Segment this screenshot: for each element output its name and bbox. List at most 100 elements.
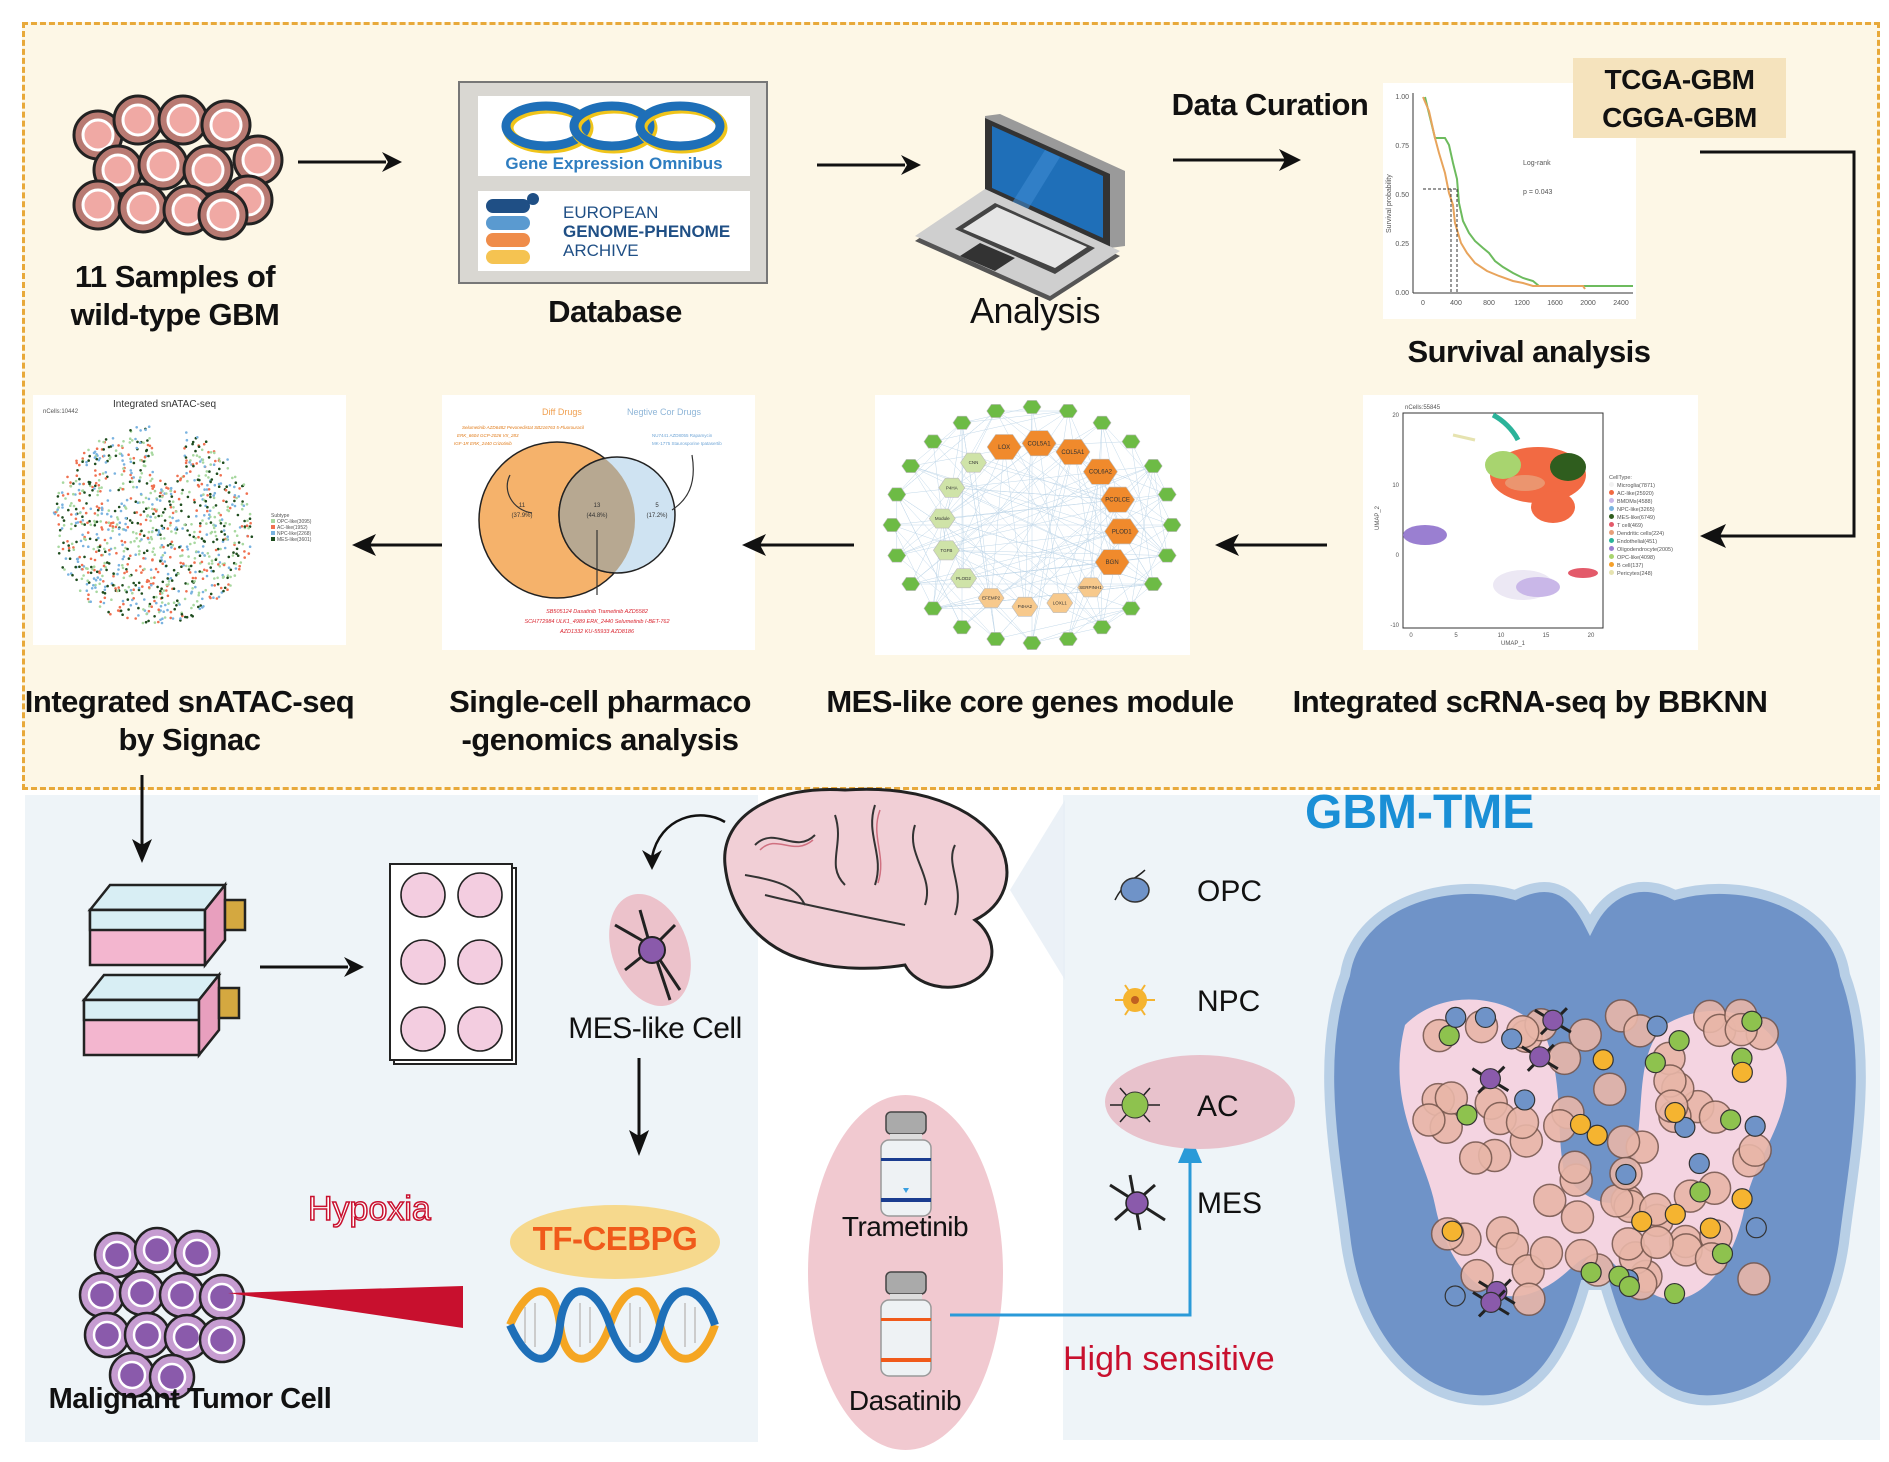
snatac-point — [135, 537, 138, 540]
snatac-point — [187, 568, 191, 571]
snatac-point — [247, 552, 251, 555]
snatac-point — [236, 554, 240, 557]
snatac-point — [119, 609, 123, 613]
snatac-point — [139, 513, 142, 517]
snatac-point — [135, 532, 138, 535]
snatac-point — [137, 606, 140, 610]
snatac-point — [132, 476, 135, 479]
snatac-point — [132, 456, 136, 460]
snatac-point — [226, 535, 229, 538]
snatac-point — [108, 553, 111, 556]
core-gene-node: P4HA — [938, 477, 966, 498]
network-edge — [910, 465, 1122, 532]
snatac-point — [87, 545, 90, 548]
snatac-point — [100, 506, 104, 510]
network-edge — [946, 465, 1154, 551]
snatac-point — [206, 494, 209, 497]
snatac-point — [107, 445, 111, 449]
snatac-point — [203, 488, 206, 491]
snatac-point — [169, 610, 173, 614]
snatac-point — [114, 525, 118, 529]
network-edge — [951, 410, 996, 488]
survival-xtick: 1600 — [1547, 300, 1563, 307]
snatac-point — [237, 541, 241, 544]
network-edge — [910, 465, 992, 599]
snatac-point — [139, 429, 142, 432]
snatac-point — [150, 446, 154, 450]
network-edge — [1101, 422, 1168, 495]
core-gene-node: Module — [928, 508, 956, 529]
network-edge — [973, 462, 1118, 500]
network-edge — [963, 578, 1033, 644]
snatac-point — [197, 535, 200, 539]
tme-cell — [1745, 1217, 1767, 1239]
snatac-point — [160, 514, 163, 517]
tme-cell — [1688, 1152, 1710, 1175]
snatac-point — [91, 489, 94, 492]
snatac-point — [212, 496, 216, 500]
snatac-point — [60, 527, 64, 530]
snatac-point — [104, 550, 107, 553]
snatac-point — [103, 538, 107, 542]
venn-diagram: Diff Drugs Negtive Cor Drugs Selumetinib… — [442, 395, 755, 650]
snatac-point — [159, 533, 162, 536]
snatac-point — [233, 494, 237, 497]
snatac-point — [209, 566, 212, 569]
snatac-point — [137, 545, 140, 548]
scrna-legend-item: Microglia(7871) — [1609, 482, 1673, 490]
snatac-point — [236, 513, 240, 517]
snatac-point — [71, 573, 74, 577]
snatac-point — [122, 549, 126, 553]
tme-cell — [1731, 1061, 1753, 1083]
snatac-point — [97, 487, 101, 490]
arrow-right-icon — [1173, 149, 1301, 171]
snatac-point — [147, 619, 150, 623]
tme-cell — [1445, 1006, 1467, 1028]
snatac-point — [129, 460, 133, 464]
snatac-point — [78, 499, 81, 502]
scrna-legend-item: AC-like(25920) — [1609, 490, 1673, 498]
snatac-point — [213, 530, 217, 534]
snatac-point — [111, 525, 115, 528]
network-edge — [896, 555, 996, 640]
network-edge — [1130, 441, 1154, 585]
snatac-point — [160, 543, 164, 547]
snatac-point — [95, 538, 98, 542]
snatac-point — [121, 459, 124, 462]
outer-gene-node — [882, 518, 902, 532]
snatac-point — [116, 589, 120, 593]
svg-text:COL5A1: COL5A1 — [1028, 441, 1052, 447]
snatac-point — [204, 588, 207, 592]
snatac-point — [235, 547, 239, 551]
snatac-point — [139, 522, 142, 526]
snatac-point — [146, 536, 150, 540]
snatac-point — [150, 484, 154, 488]
snatac-point — [146, 514, 149, 518]
snatac-point — [99, 490, 102, 493]
snatac-point — [233, 574, 237, 577]
pharmaco-label-line2: -genomics analysis — [461, 722, 739, 757]
outer-gene-node — [1092, 620, 1112, 635]
snatac-point — [95, 520, 99, 524]
network-edge — [946, 550, 1168, 556]
outer-gene-node — [1058, 632, 1078, 646]
tumor-cell — [1560, 1200, 1595, 1234]
snatac-point — [153, 553, 156, 556]
venn-shared-drugs-line1: SB505124 Dasatinib Trametinib AZD5582 — [546, 609, 648, 615]
snatac-point — [184, 564, 188, 568]
snatac-point — [117, 563, 121, 567]
snatac-point — [194, 536, 197, 540]
core-gene-node: COL5A1 — [1021, 430, 1057, 457]
tme-cell — [1744, 1115, 1766, 1137]
snatac-point — [93, 524, 97, 527]
snatac-point — [127, 585, 131, 589]
snatac-point — [122, 463, 126, 466]
snatac-point — [107, 610, 110, 614]
arrow-right-icon — [260, 957, 364, 977]
snatac-point — [129, 588, 133, 592]
snatac-point — [98, 457, 102, 460]
snatac-point — [121, 543, 124, 547]
snatac-point — [160, 556, 163, 559]
snatac-point — [249, 521, 252, 525]
snatac-point — [101, 528, 104, 531]
